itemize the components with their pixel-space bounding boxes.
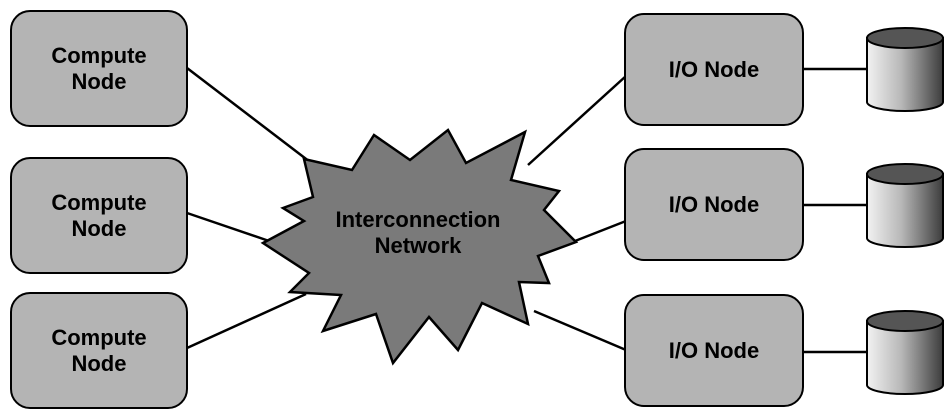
compute-node-label: Compute — [51, 43, 147, 69]
network-label: Interconnection Network — [300, 207, 536, 259]
io-node-label: I/O Node — [668, 337, 760, 363]
disk-icon — [866, 163, 944, 248]
connector-io-3 — [533, 309, 627, 352]
connector-compute-2 — [186, 211, 273, 244]
disk-icon — [866, 27, 944, 112]
disk-icon — [866, 310, 944, 395]
compute-node-label: Compute — [51, 325, 147, 351]
compute-node-label: Compute — [51, 190, 147, 216]
compute-node-label: Node — [71, 215, 127, 241]
network-label-line: Interconnection — [335, 207, 501, 232]
connector-compute-3 — [186, 292, 307, 350]
network-starburst-shape — [260, 128, 579, 366]
compute-node-label: Node — [71, 68, 127, 94]
compute-node-label: Node — [71, 350, 127, 376]
connector-compute-1 — [186, 67, 315, 166]
compute-node: Compute Node — [10, 157, 188, 274]
compute-node: Compute Node — [10, 292, 188, 409]
connector-io-2 — [574, 219, 627, 243]
io-node-label: I/O Node — [668, 191, 760, 217]
network-label-line: Network — [374, 232, 462, 258]
io-node-label: I/O Node — [668, 56, 760, 82]
compute-node: Compute Node — [10, 10, 188, 127]
io-node: I/O Node — [624, 148, 804, 261]
io-node: I/O Node — [624, 294, 804, 407]
io-node: I/O Node — [624, 13, 804, 126]
connector-io-1 — [527, 75, 627, 166]
